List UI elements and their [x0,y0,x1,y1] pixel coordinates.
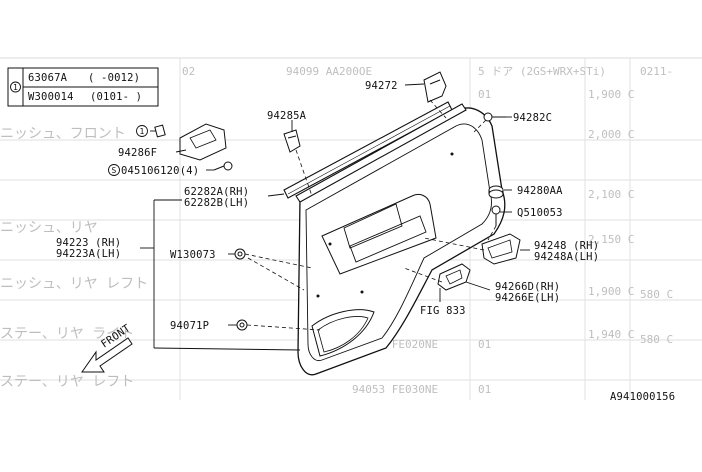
label-62282b: 62282B(LH) [184,197,249,209]
label-94223a: 94223A(LH) [56,248,121,260]
bg-text: ニッシュ、フロント [0,126,126,142]
legend-marker: 1 [13,83,18,92]
bg-text: ニッシュ、リヤ レフト [0,276,148,292]
bg-text: 94099 AA200OE [286,65,372,78]
part-labels: 94272 94285A 94282C 1 94286F S 045106120… [56,80,675,403]
legend-box: 1 63067A ( -0012) W300014 (0101- ) [7,67,159,107]
part-94280aa-cap [488,185,504,199]
legend-range: ( -0012) [88,72,140,84]
bg-text: 1,940 C [588,328,634,341]
bg-text: 580 C [640,333,673,346]
leader-lines [140,83,530,351]
label-94248: 94248 (RH) [534,240,599,252]
legend-part: 63067A [28,72,68,84]
label-94223: 94223 (RH) [56,237,121,249]
screw-marker: S [111,166,116,175]
bg-text: 94053 FE030NE [352,383,438,396]
part-045106120-screw [213,161,233,171]
bg-text: 01 [478,338,491,351]
weatherstrip [283,101,467,203]
bg-text: 1,900 C [588,88,634,101]
bg-text: 01 [478,88,491,101]
bg-text: 5 ドア (2GS+WRX+STi) [478,65,606,78]
part-94286f-bracket [154,123,227,161]
label-q510053: Q510053 [517,207,563,219]
label-94272: 94272 [365,80,398,92]
part-94272-clip [423,71,447,103]
label-fig833: FIG 833 [420,305,466,317]
bg-text: 2,000 C [588,128,634,141]
bg-text: 0211- [640,65,673,78]
part-94071p-clip [236,319,248,331]
label-94248a: 94248A(LH) [534,251,599,263]
part-94282c-screw [483,112,506,122]
bg-text: ステー、リヤ レフト [0,374,134,390]
part-94266d-switch-panel [437,263,471,291]
label-94285a: 94285A [267,110,307,122]
label-w130073: W130073 [170,249,216,261]
label-62282a: 62282A(RH) [184,186,249,198]
bg-text: ステー、リヤ ライト [0,326,134,342]
marker-1: 1 [139,127,144,136]
bg-text: 580 C [640,288,673,301]
part-w130073-clip [234,248,246,260]
part-94285a-clip [283,129,301,153]
bg-text: 2,100 C [588,188,634,201]
dashed-guides [244,99,497,331]
part-q510053-screw [491,205,501,226]
label-045106120: 045106120(4) [121,165,199,177]
label-94266d: 94266D(RH) [495,281,560,293]
legend-marker-circle [10,81,21,93]
legend-range: (0101- ) [90,91,142,103]
legend-part: W300014 [28,91,74,103]
label-94282c: 94282C [513,112,552,124]
bg-text: ニッシュ、リヤ [0,220,98,236]
bg-text: 1,900 C [588,285,634,298]
part-94248-cup [481,233,521,265]
door-trim-panel [297,107,506,376]
bg-text: 2,150 C [588,233,634,246]
label-94280aa: 94280AA [517,185,563,197]
diagram-ref-code: A941000156 [610,391,675,403]
bg-text: 02 [182,65,195,78]
label-94071p: 94071P [170,320,209,332]
bg-text: 01 [478,383,491,396]
marker-1-circle [136,125,148,137]
label-94286f: 94286F [118,147,157,159]
screw-marker-circle [108,164,120,176]
label-94266e: 94266E(LH) [495,292,560,304]
